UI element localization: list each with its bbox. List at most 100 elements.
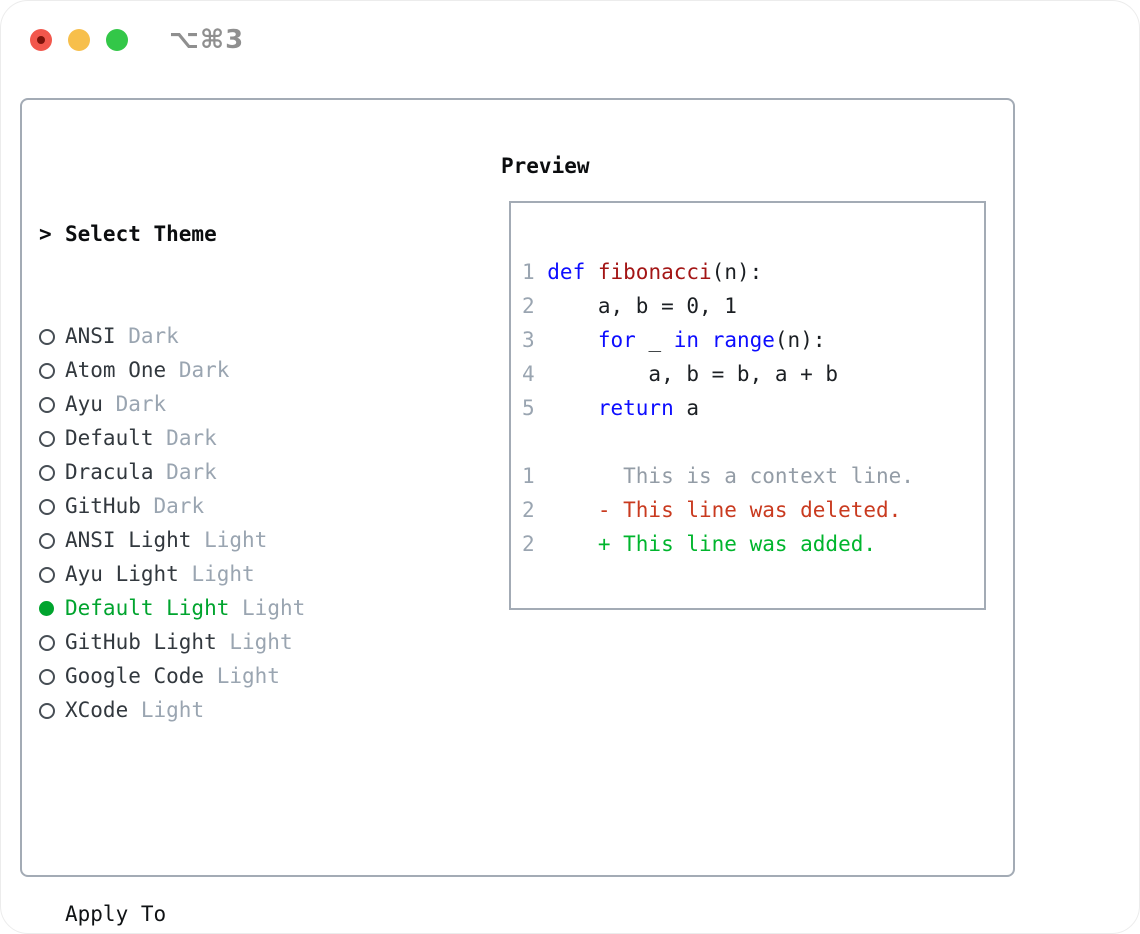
line-number: 2 <box>522 532 535 556</box>
token-keyword: def <box>547 260 586 284</box>
theme-option-atom-one-dark[interactable]: Atom One Dark <box>39 353 393 387</box>
theme-option-ansi-dark[interactable]: ANSI Dark <box>39 319 393 353</box>
theme-variant-label: Light <box>229 630 293 654</box>
radio-icon <box>39 455 65 489</box>
token-plain: a <box>673 396 700 420</box>
theme-option-github-dark[interactable]: GitHub Dark <box>39 489 393 523</box>
zoom-button-icon[interactable] <box>106 29 128 51</box>
diff-text: + This line was added. <box>547 532 877 556</box>
select-theme-header: Select Theme <box>65 222 217 246</box>
token-keyword: for <box>597 328 636 352</box>
token-keyword: in <box>673 328 700 352</box>
token-plain <box>547 328 598 352</box>
theme-name: XCode <box>65 698 129 722</box>
theme-variant-label: Light <box>191 562 255 586</box>
radio-icon <box>39 489 65 523</box>
theme-option-ayu-dark[interactable]: Ayu Dark <box>39 387 393 421</box>
line-number: 3 <box>522 328 535 352</box>
theme-variant-label: Dark <box>166 426 217 450</box>
circle-outline-icon <box>39 532 55 549</box>
circle-outline-icon <box>39 702 55 719</box>
theme-name: Atom One <box>65 358 167 382</box>
select-theme-header-row: >Select Theme <box>39 217 393 251</box>
radio-icon <box>39 353 65 387</box>
line-number: 1 <box>522 464 535 488</box>
theme-option-default-light-light[interactable]: Default Light Light <box>39 591 393 625</box>
theme-option-ansi-light-light[interactable]: ANSI Light Light <box>39 523 393 557</box>
circle-outline-icon <box>39 328 55 345</box>
theme-option-xcode-light[interactable]: XCode Light <box>39 693 393 727</box>
theme-name: Ayu Light <box>65 562 179 586</box>
theme-variant-label: Light <box>216 664 280 688</box>
titlebar: ⌥⌘3 <box>1 1 1139 81</box>
code-line: 4 a, b = b, a + b <box>522 357 976 391</box>
line-number: 1 <box>522 260 535 284</box>
token-function: fibonacci <box>597 260 712 284</box>
diff-text: - This line was deleted. <box>547 498 902 522</box>
code-line: 2 a, b = 0, 1 <box>522 289 976 323</box>
diff-line-deleted: 2 - This line was deleted. <box>522 493 976 527</box>
diff-line-context: 1 This is a context line. <box>522 459 976 493</box>
theme-name: Default Light <box>65 596 230 620</box>
theme-option-dracula-dark[interactable]: Dracula Dark <box>39 455 393 489</box>
circle-outline-icon <box>39 634 55 651</box>
theme-name: GitHub Light <box>65 630 217 654</box>
theme-name: Dracula <box>65 460 154 484</box>
theme-name: GitHub <box>65 494 141 518</box>
line-number: 2 <box>522 294 535 318</box>
diff-line-added: 2 + This line was added. <box>522 527 976 561</box>
theme-option-google-code-light[interactable]: Google Code Light <box>39 659 393 693</box>
theme-option-github-light-light[interactable]: GitHub Light Light <box>39 625 393 659</box>
circle-outline-icon <box>39 396 55 413</box>
token-plain: _ <box>635 328 674 352</box>
circle-outline-icon <box>39 668 55 685</box>
token-plain: (n): <box>711 260 763 284</box>
token-plain <box>699 328 712 352</box>
diff-text: This is a context line. <box>547 464 914 488</box>
theme-variant-label: Light <box>140 698 205 722</box>
theme-variant-label: Dark <box>128 324 179 348</box>
theme-variant-label: Light <box>242 596 306 620</box>
token-plain: (n): <box>774 328 826 352</box>
radio-icon <box>39 693 65 727</box>
theme-variant-label: Dark <box>115 392 167 416</box>
token-plain <box>585 260 598 284</box>
radio-icon <box>39 523 65 557</box>
theme-variant-label: Dark <box>153 494 205 518</box>
close-button-icon[interactable] <box>30 29 52 51</box>
line-number: 4 <box>522 362 535 386</box>
preview-header: Preview <box>501 154 590 178</box>
radio-icon <box>39 625 65 659</box>
minimize-button-icon[interactable] <box>68 29 90 51</box>
token-keyword: range <box>711 328 775 352</box>
radio-icon <box>39 387 65 421</box>
theme-name: Default <box>65 426 154 450</box>
line-number: 5 <box>522 396 535 420</box>
code-line: 3 for _ in range(n): <box>522 323 976 357</box>
line-number: 2 <box>522 498 535 522</box>
code-line: 1 def fibonacci(n): <box>522 255 976 289</box>
theme-option-default-dark[interactable]: Default Dark <box>39 421 393 455</box>
theme-name: ANSI <box>65 324 116 348</box>
circle-outline-icon <box>39 362 55 379</box>
spacer <box>522 425 976 459</box>
apply-to-header: Apply To <box>65 902 167 926</box>
spacer <box>39 795 393 829</box>
filled-circle-icon <box>39 601 54 616</box>
token-plain <box>547 396 598 420</box>
token-plain: a, b = 0, 1 <box>547 294 737 318</box>
circle-outline-icon <box>39 430 55 447</box>
window-shortcut-label: ⌥⌘3 <box>169 25 245 55</box>
radio-icon <box>39 659 65 693</box>
radio-icon <box>39 319 65 353</box>
circle-outline-icon <box>39 566 55 583</box>
theme-name: Google Code <box>65 664 205 688</box>
code-line: 5 return a <box>522 391 976 425</box>
token-keyword: return <box>597 396 674 420</box>
theme-option-ayu-light-light[interactable]: Ayu Light Light <box>39 557 393 591</box>
radio-icon <box>39 557 65 591</box>
